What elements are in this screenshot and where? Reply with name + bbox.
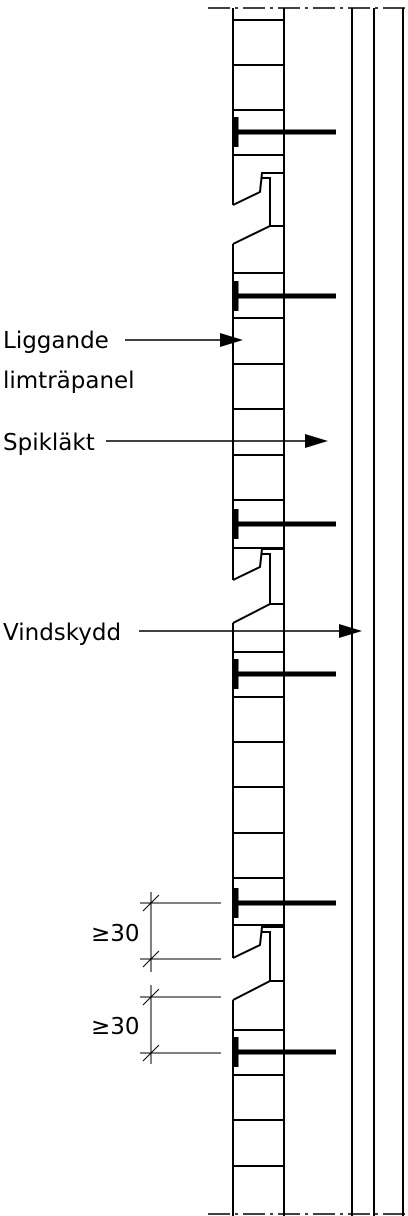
nail-2 — [233, 281, 336, 311]
nails — [233, 117, 336, 1067]
dimension-lower: ≥30 — [91, 1014, 140, 1040]
wall-layers — [351, 8, 404, 1216]
battens — [232, 8, 285, 1216]
dimension-lines — [140, 892, 221, 1064]
dimension-upper: ≥30 — [91, 921, 140, 947]
label-panel-line1: Liggande — [3, 328, 109, 354]
label-batten: Spikläkt — [3, 430, 95, 456]
label-panel-line2: limträpanel — [3, 368, 135, 394]
leader-arrows — [106, 333, 362, 638]
nail-1 — [233, 117, 336, 147]
nail-4 — [233, 659, 336, 689]
nail-6 — [233, 1037, 336, 1067]
panel-boards — [232, 19, 284, 1167]
label-windbarrier: Vindskydd — [3, 620, 121, 646]
nail-5 — [233, 888, 336, 918]
break-lines — [208, 7, 408, 1215]
nail-3 — [233, 509, 336, 539]
